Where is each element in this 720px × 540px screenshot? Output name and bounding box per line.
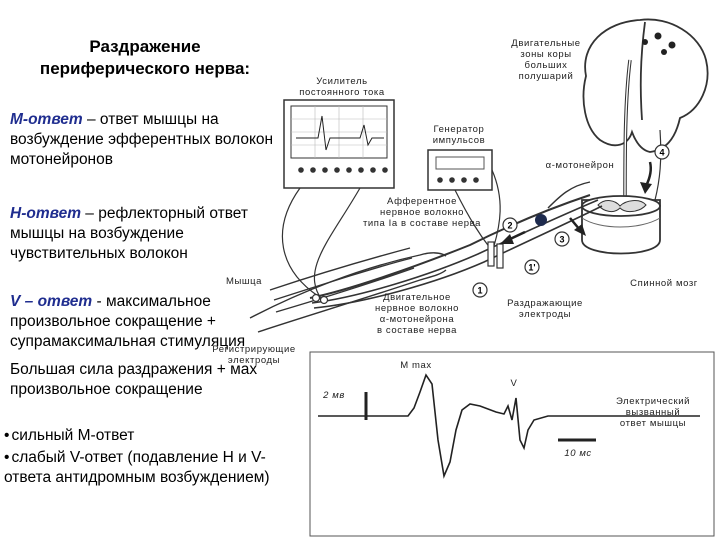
note-text: Большая сила раздражения + мах произволь… [10,361,258,398]
bullet-weak-v: слабый V-ответ (подавление Н и V-ответа … [4,448,304,488]
marker-1prime: 1' [524,259,540,275]
label-scale-y: 2 мв [323,390,345,401]
svg-text:1': 1' [528,263,535,273]
m-response-term: М-ответ [10,111,83,128]
bullet-strong-m: сильный М-ответ [4,426,304,446]
marker-3: 3 [554,231,570,247]
evoked-response-panel [309,351,715,537]
spinal-cord [581,195,661,255]
h-response-definition: Н-ответ – рефлекторный ответ мышцы на во… [10,204,275,264]
svg-text:2: 2 [507,221,512,231]
svg-text:3: 3 [559,235,564,245]
markers: 4 2 3 1' 1 [472,144,670,298]
svg-text:4: 4 [659,148,664,158]
h-response-term: Н-ответ [10,205,81,222]
arrows [500,161,653,244]
label-muscle: Мышца [225,276,263,287]
m-response-definition: М-ответ – ответ мышцы на возбуждение эфф… [10,110,275,170]
muscle [249,247,447,333]
marker-1: 1 [472,282,488,298]
v-response-text: - максимальное произвольное сокращение +… [10,293,246,350]
v-response-definition: V – ответ - максимальное произвольное со… [10,292,275,352]
brain-outline [582,18,709,153]
pulse-generator [427,149,493,191]
m-response-text: – ответ мышцы на возбуждение эфферентных… [10,111,274,168]
marker-2: 2 [502,217,518,233]
marker-4: 4 [654,144,670,160]
oscilloscope [283,99,395,189]
label-mmax: M max [400,360,432,371]
cortex-neurons [642,32,676,55]
nerve-bundle [309,181,603,309]
h-response-text: – рефлекторный ответ мышцы на возбуждени… [10,205,248,262]
ganglion [535,214,547,226]
label-v-peak: V [510,378,518,389]
page-title: Раздражение периферического нерва: [10,36,280,80]
wires [281,169,501,301]
label-alpha-motoneuron: α-мотонейрон [545,160,615,171]
label-spinal-cord: Спинной мозг [630,278,698,289]
recording-electrodes [311,293,329,305]
label-scale-x: 10 мс [564,448,592,459]
title-line-2: периферического нерва: [39,59,251,78]
title-line-1: Раздражение [89,37,201,56]
v-response-term: V – ответ [10,293,93,310]
svg-text:1: 1 [477,286,482,296]
